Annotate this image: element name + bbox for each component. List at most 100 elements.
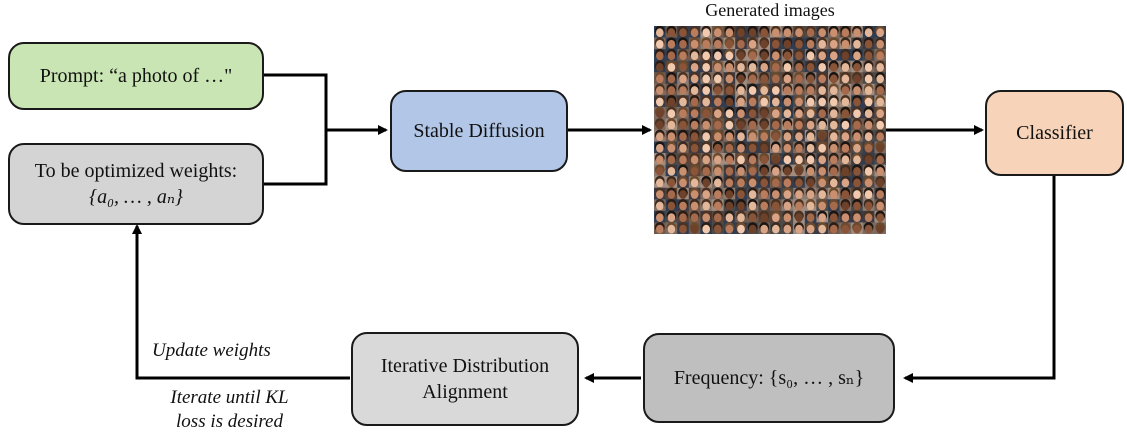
mosaic-face <box>690 28 699 38</box>
mosaic-face <box>876 178 885 188</box>
mosaic-face <box>655 224 664 234</box>
mosaic-face <box>876 132 885 142</box>
mosaic-face <box>655 28 664 38</box>
mosaic-face <box>853 224 861 234</box>
mosaic-face <box>713 28 722 38</box>
mosaic-face <box>690 51 699 61</box>
mosaic-face <box>760 28 769 38</box>
mosaic-face <box>829 109 838 118</box>
mosaic-face <box>771 62 780 72</box>
mosaic-face <box>853 166 861 176</box>
mosaic-face <box>841 132 850 142</box>
mosaic-face <box>748 109 757 118</box>
mosaic-face <box>725 120 734 130</box>
mosaic-face <box>795 62 803 72</box>
mosaic-face <box>771 74 780 84</box>
mosaic-face <box>655 166 664 176</box>
mosaic-face <box>864 178 873 188</box>
mosaic-face <box>771 120 780 130</box>
mosaic-face <box>737 132 745 142</box>
mosaic-face <box>748 178 757 188</box>
mosaic-face <box>841 213 850 222</box>
mosaic-face <box>853 213 861 222</box>
mosaic-face <box>806 74 815 84</box>
mosaic-face <box>725 201 734 211</box>
mosaic-face <box>841 166 850 176</box>
prompt-text: Prompt: “a photo of …" <box>39 65 233 87</box>
mosaic-face <box>829 51 838 61</box>
mosaic-face <box>806 178 815 188</box>
mosaic-face <box>737 51 745 61</box>
mosaic-face <box>690 109 699 118</box>
mosaic-face <box>725 190 734 199</box>
iterate-label: Iterate until KL loss is desired <box>142 386 317 434</box>
mosaic-face <box>737 201 745 211</box>
mosaic-face <box>760 74 769 84</box>
mosaic-face <box>690 224 699 234</box>
mosaic-face <box>771 51 780 61</box>
stable-diffusion-text: Stable Diffusion <box>413 120 545 142</box>
mosaic-face <box>760 201 769 211</box>
mosaic-face <box>713 74 722 84</box>
mosaic-face <box>748 143 757 153</box>
mosaic-face <box>795 224 803 234</box>
mosaic-face <box>841 86 850 95</box>
mosaic-face <box>725 28 734 38</box>
mosaic-face <box>655 74 664 84</box>
mosaic-face <box>667 213 676 222</box>
mosaic-face <box>829 224 838 234</box>
mosaic-face <box>737 190 745 199</box>
mosaic-face <box>841 51 850 61</box>
mosaic-face <box>806 97 815 107</box>
mosaic-face <box>771 166 780 176</box>
mosaic-face <box>760 155 769 165</box>
mosaic-face <box>771 132 780 142</box>
mosaic-face <box>853 62 861 72</box>
mosaic-face <box>829 132 838 142</box>
mosaic-face <box>690 120 699 130</box>
mosaic-face <box>690 155 699 165</box>
generated-images-label: Generated images <box>705 0 835 20</box>
mosaic-face <box>748 62 757 72</box>
mosaic-face <box>760 166 769 176</box>
mosaic-face <box>853 28 861 38</box>
mosaic-face <box>783 120 792 130</box>
mosaic-face <box>795 51 803 61</box>
mosaic-face <box>679 109 687 118</box>
mosaic-face <box>667 97 676 107</box>
mosaic-face <box>806 132 815 142</box>
mosaic-face <box>667 62 676 72</box>
mosaic-face <box>702 39 711 49</box>
mosaic-face <box>737 224 745 234</box>
mosaic-face <box>655 155 664 165</box>
mosaic-face <box>841 155 850 165</box>
feedback-connector <box>132 224 350 380</box>
mosaic-face <box>771 178 780 188</box>
mosaic-face <box>748 28 757 38</box>
mosaic-face <box>818 62 827 72</box>
mosaic-face <box>806 62 815 72</box>
mosaic-face <box>713 213 722 222</box>
mosaic-face <box>702 224 711 234</box>
mosaic-face <box>737 213 745 222</box>
mosaic-face <box>806 39 815 49</box>
mosaic-face <box>818 86 827 95</box>
mosaic-face <box>841 201 850 211</box>
mosaic-face <box>841 143 850 153</box>
mosaic-face <box>690 62 699 72</box>
mosaic-face <box>679 97 687 107</box>
mosaic-face <box>876 201 885 211</box>
mosaic-face <box>713 155 722 165</box>
mosaic-face <box>876 86 885 95</box>
mosaic-face <box>679 39 687 49</box>
mosaic-face <box>702 155 711 165</box>
mosaic-face <box>655 143 664 153</box>
alignment-box: Iterative Distribution Alignment <box>351 332 579 426</box>
classifier-to-frequency-connector <box>903 176 1056 383</box>
mosaic-face <box>655 213 664 222</box>
generated-face-mosaic <box>654 26 886 234</box>
mosaic-face <box>864 201 873 211</box>
mosaic-face <box>864 143 873 153</box>
mosaic-face <box>655 190 664 199</box>
mosaic-face <box>713 39 722 49</box>
